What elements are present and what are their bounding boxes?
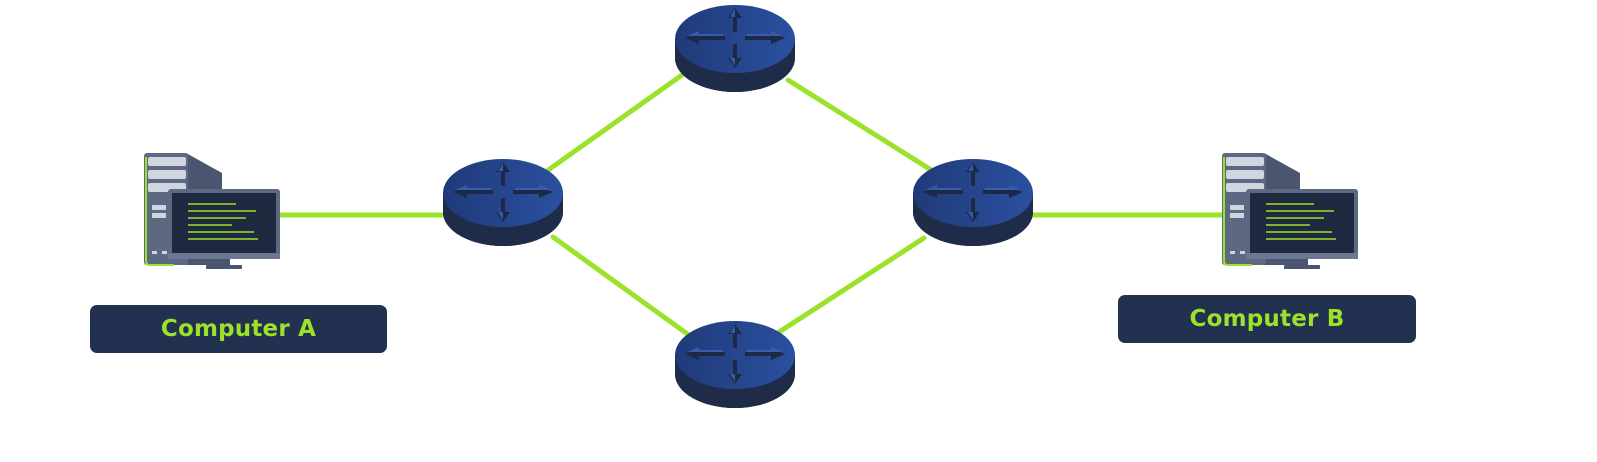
router-left[interactable] [443, 159, 563, 246]
router-icon [913, 159, 1033, 246]
network-links [275, 72, 1227, 341]
router-icon [675, 321, 795, 408]
link-router-bottom-router-right [770, 235, 927, 339]
router-bottom[interactable] [675, 321, 795, 408]
computer-a-label: Computer A [90, 305, 387, 353]
computer-b-label-text: Computer B [1189, 306, 1345, 332]
computer-a-label-text: Computer A [160, 316, 317, 342]
link-router-left-router-top [541, 72, 685, 176]
link-router-left-router-bottom [550, 234, 696, 341]
router-right[interactable] [913, 159, 1033, 246]
router-icon [443, 159, 563, 246]
router-top[interactable] [675, 5, 795, 92]
computer-a[interactable] [143, 152, 281, 270]
router-icon [675, 5, 795, 92]
desktop-computer-icon [143, 152, 281, 270]
computer-b[interactable] [1221, 152, 1359, 270]
link-router-top-router-right [785, 77, 939, 176]
computer-b-label: Computer B [1118, 295, 1416, 343]
desktop-computer-icon [1221, 152, 1359, 270]
